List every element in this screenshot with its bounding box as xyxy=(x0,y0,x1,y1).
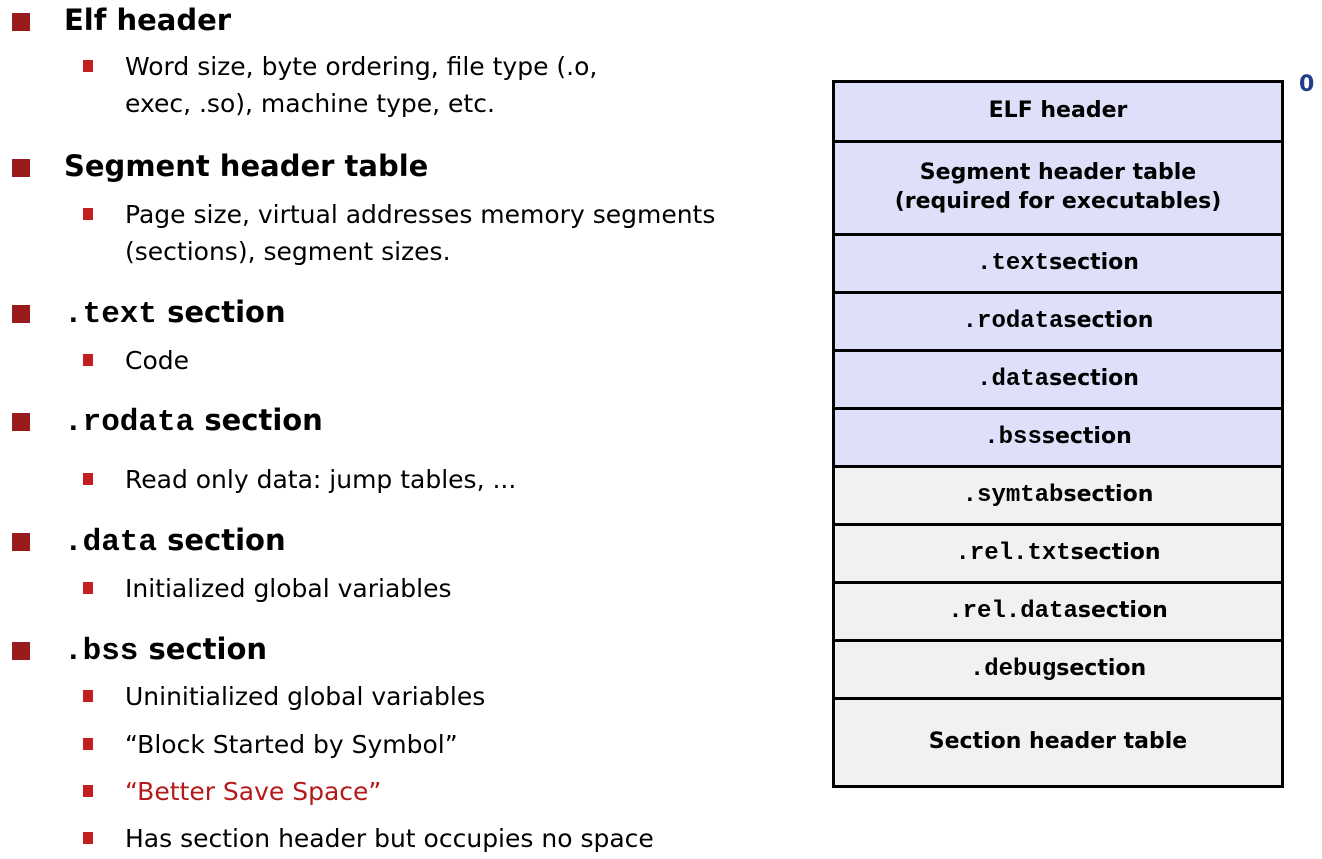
section-code: .text xyxy=(64,297,158,332)
section-code: .data xyxy=(64,525,158,560)
symtab-section-block: .symtab section xyxy=(835,465,1281,523)
section-suffix: section xyxy=(1041,424,1132,450)
sub-bullet-text: “Block Started by Symbol” xyxy=(125,730,458,759)
block-label: Segment header table (required for execu… xyxy=(895,159,1222,216)
sub-bullet-text: (sections), segment sizes. xyxy=(125,237,451,266)
square-bullet-icon xyxy=(12,305,30,323)
block-label: Section header table xyxy=(928,729,1188,755)
section-suffix: section xyxy=(1063,308,1154,334)
section-suffix: section xyxy=(1070,540,1161,566)
sub-bullet-text: Uninitialized global variables xyxy=(125,682,486,711)
bullet-heading: .rodata section xyxy=(64,400,323,443)
bullet-elf-header: Elf header xyxy=(0,0,800,40)
debug-section-block: .debug section xyxy=(835,639,1281,697)
heading-text: section xyxy=(157,295,286,329)
rel-data-section-block: .rel.data section xyxy=(835,581,1281,639)
sub-bullet-text: Read only data: jump tables, ... xyxy=(125,465,517,494)
offset-zero-label: 0 xyxy=(1299,72,1315,97)
sub-bullet-text: Has section header but occupies no space xyxy=(125,824,654,853)
section-code: .rodata xyxy=(64,405,195,440)
section-suffix: section xyxy=(1049,366,1139,392)
heading-text: section xyxy=(194,403,323,437)
section-code: .rel.data xyxy=(948,597,1078,625)
heading-text: Elf header xyxy=(64,3,232,37)
bullet-segment-header-table: Segment header table xyxy=(0,146,800,186)
sub-bullet-text: exec, .so), machine type, etc. xyxy=(125,89,495,118)
section-header-table-block: Section header table xyxy=(835,697,1281,785)
square-bullet-icon xyxy=(83,208,93,220)
section-suffix: section xyxy=(1077,598,1168,624)
square-bullet-icon xyxy=(83,832,93,844)
bullet-heading: Segment header table xyxy=(64,146,428,186)
section-suffix: section xyxy=(1049,250,1139,276)
data-section-block: .data section xyxy=(835,349,1281,407)
section-code: .symtab xyxy=(962,481,1064,509)
bullet-rodata-section: .rodata section xyxy=(0,400,800,440)
heading-text: section xyxy=(157,523,286,557)
block-label-line2: (required for executables) xyxy=(894,189,1222,214)
square-bullet-icon xyxy=(83,785,93,797)
section-code: .debug xyxy=(969,655,1057,683)
bullet-text-section: .text section xyxy=(0,292,800,332)
rodata-section-block: .rodata section xyxy=(835,291,1281,349)
square-bullet-icon xyxy=(83,60,93,72)
bullet-heading: Elf header xyxy=(64,0,231,40)
bullet-list: Elf header Word size, byte ordering, fil… xyxy=(0,0,800,853)
section-code: .rodata xyxy=(962,307,1064,335)
square-bullet-icon xyxy=(12,642,30,660)
section-code: .bss xyxy=(64,634,139,669)
block-label-line1: Segment header table xyxy=(919,160,1197,186)
bullet-bss-section: .bss section xyxy=(0,629,800,669)
bss-section-block: .bss section xyxy=(835,407,1281,465)
elf-layout-diagram: ELF header Segment header table (require… xyxy=(832,80,1284,788)
sub-bullet-text: Initialized global variables xyxy=(125,574,452,603)
bullet-heading: .text section xyxy=(64,292,286,335)
square-bullet-icon xyxy=(83,690,93,702)
section-code: .data xyxy=(977,365,1050,393)
heading-text: section xyxy=(138,632,268,666)
section-suffix: section xyxy=(1056,656,1147,682)
section-code: .text xyxy=(977,249,1050,277)
square-bullet-icon xyxy=(12,533,30,551)
bullet-heading: .bss section xyxy=(64,629,267,672)
segment-header-table-block: Segment header table (required for execu… xyxy=(835,140,1281,233)
square-bullet-icon xyxy=(83,582,93,594)
sub-bullet-text: Word size, byte ordering, file type (.o, xyxy=(125,52,598,81)
square-bullet-icon xyxy=(12,159,30,177)
sub-bullet-text-highlight: “Better Save Space” xyxy=(125,777,382,806)
sub-bullet-text: Page size, virtual addresses memory segm… xyxy=(125,200,716,229)
section-suffix: section xyxy=(1063,482,1154,508)
square-bullet-icon xyxy=(83,738,93,750)
section-code: .rel.txt xyxy=(955,539,1071,567)
sub-bullet-text: Code xyxy=(125,346,190,375)
square-bullet-icon xyxy=(83,473,93,485)
rel-txt-section-block: .rel.txt section xyxy=(835,523,1281,581)
section-code: .bss xyxy=(984,423,1042,451)
square-bullet-icon xyxy=(12,413,30,431)
heading-text: Segment header table xyxy=(64,149,429,183)
bullet-heading: .data section xyxy=(64,520,286,563)
square-bullet-icon xyxy=(12,13,30,31)
square-bullet-icon xyxy=(83,354,93,366)
elf-header-block: ELF header xyxy=(835,83,1281,140)
bullet-data-section: .data section xyxy=(0,520,800,560)
block-label: ELF header xyxy=(988,98,1128,124)
text-section-block: .text section xyxy=(835,233,1281,291)
